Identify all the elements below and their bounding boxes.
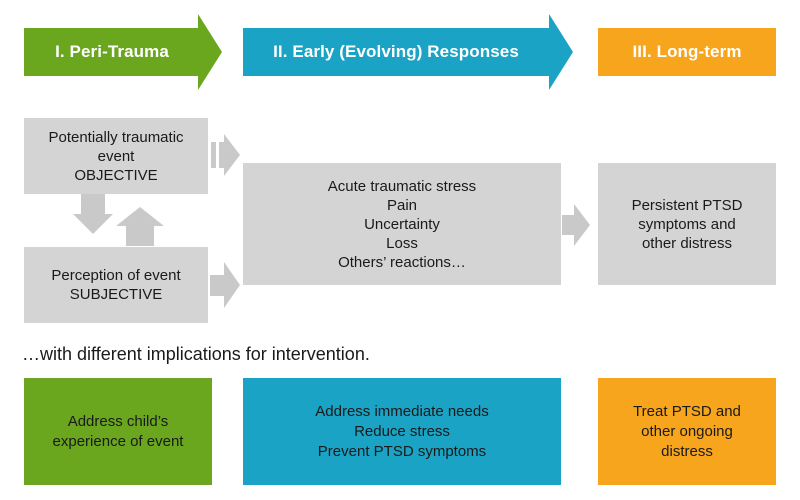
- intervention-1-line-1: Address child’s: [67, 412, 169, 430]
- perception-line-1: Perception of event: [51, 267, 181, 284]
- phase-1-label: I. Peri-Trauma: [55, 42, 169, 61]
- phase-1-arrow: [24, 14, 222, 90]
- down-arrow: [73, 194, 113, 234]
- double-arrow-head: [224, 134, 240, 176]
- acute-to-persistent-arrow: [562, 204, 590, 246]
- acute-line-1: Acute traumatic stress: [327, 177, 477, 195]
- flow-arrows: [73, 134, 590, 308]
- acute-line-2: Pain: [386, 196, 418, 214]
- up-arrow: [116, 207, 164, 246]
- event-line-2: event: [97, 147, 135, 165]
- phase-3-label: III. Long-term: [632, 42, 742, 61]
- event-box: Potentially traumatic event OBJECTIVE: [24, 118, 208, 194]
- persistent-line-1: Persistent PTSD: [631, 196, 743, 214]
- acute-line-5: Others’ reactions…: [338, 253, 466, 271]
- persistent-line-2: symptoms and: [638, 215, 736, 233]
- persistent-box: Persistent PTSD symptoms and other distr…: [598, 163, 776, 285]
- acute-line-3: Uncertainty: [364, 215, 440, 233]
- intervention-2-line-3: Prevent PTSD symptoms: [317, 442, 487, 460]
- double-arrow-bar-1: [211, 142, 216, 168]
- perception-line-2: SUBJECTIVE: [69, 286, 163, 303]
- event-line-3: OBJECTIVE: [74, 166, 158, 184]
- phase-arrows: [24, 14, 776, 90]
- phase-2-arrow: [243, 14, 573, 90]
- intervention-1-line-2: experience of event: [52, 432, 184, 450]
- intervention-box-1: Address child’s experience of event: [24, 378, 212, 485]
- persistent-line-3: other distress: [641, 234, 733, 252]
- phase-3-box: [598, 28, 776, 76]
- intervention-2-line-2: Reduce stress: [354, 422, 450, 440]
- phase-2-label: II. Early (Evolving) Responses: [273, 42, 519, 61]
- perception-box: Perception of event SUBJECTIVE: [24, 247, 208, 323]
- double-arrow-bar-2: [219, 142, 224, 168]
- intervention-2-line-1: Address immediate needs: [315, 402, 489, 420]
- intervention-box-3: Treat PTSD and other ongoing distress: [598, 378, 776, 485]
- perception-to-acute-arrow: [210, 262, 240, 308]
- intervention-caption: …with different implications for interve…: [22, 344, 370, 364]
- intervention-3-line-1: Treat PTSD and: [633, 402, 741, 420]
- intervention-box-2: Address immediate needs Reduce stress Pr…: [243, 378, 561, 485]
- event-line-1: Potentially traumatic: [48, 128, 184, 146]
- intervention-3-line-3: distress: [661, 442, 713, 460]
- intervention-3-line-2: other ongoing: [641, 422, 733, 440]
- acute-line-4: Loss: [386, 234, 418, 252]
- acute-box: Acute traumatic stress Pain Uncertainty …: [243, 163, 561, 285]
